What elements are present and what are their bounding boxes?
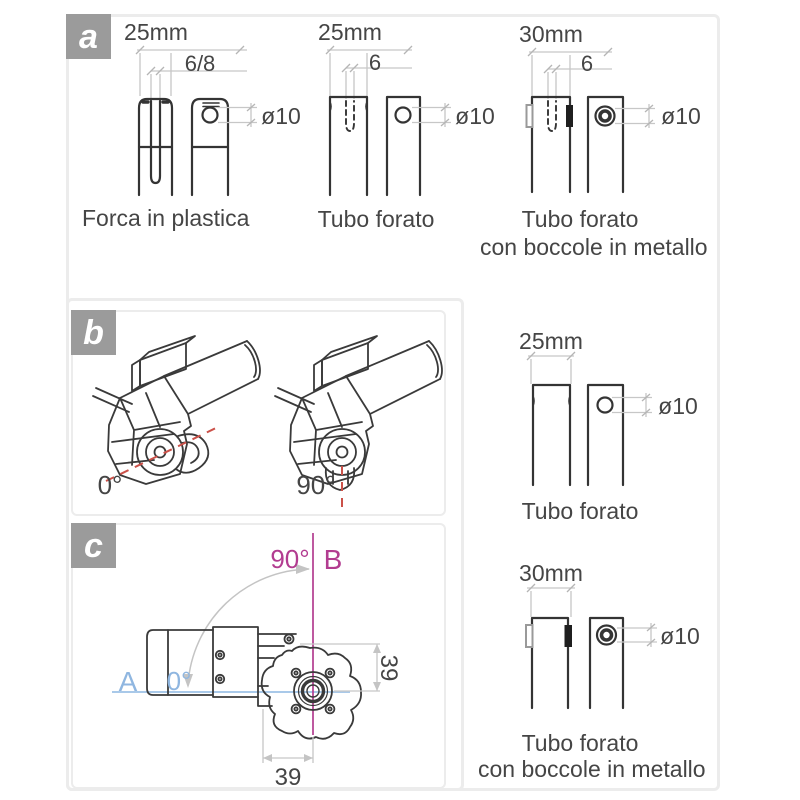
side-c-caption2: con boccole in metallo: [478, 756, 706, 782]
tube-width-dim: 25mm: [318, 19, 382, 45]
dim-39-vertical: 39: [375, 654, 402, 682]
fork-slot-dim: 6/8: [184, 51, 216, 76]
tube-caption: Tubo forato: [317, 206, 435, 232]
tube-metal-slot-dim: 6: [580, 51, 594, 76]
side-b-hole-dim: ø10: [658, 393, 698, 419]
rotation-angle-0: 0°: [166, 666, 192, 696]
motor-0deg-drawing: [92, 335, 261, 485]
tube-metal-caption: Tubo forato: [521, 206, 639, 232]
tube-slot-dim: 6: [368, 50, 382, 75]
rotation-angle-90: 90°: [270, 544, 310, 574]
axis-b-label: B: [323, 544, 343, 575]
side-c-hole-dim: ø10: [660, 623, 700, 649]
tube-hole-dim: ø10: [455, 103, 495, 129]
tube-metal-caption2: con boccole in metallo: [480, 234, 708, 260]
fork-width-dim: 25mm: [124, 19, 188, 45]
tube-metal-hole-dim: ø10: [661, 103, 701, 129]
left-column-frame: [66, 298, 464, 791]
side-c-width-dim: 30mm: [519, 560, 583, 586]
side-b-caption: Tubo forato: [521, 498, 639, 524]
side-tube-drilled-drawing: [526, 351, 652, 487]
motor-90deg-drawing: [274, 335, 443, 508]
fork-plastic-drawing: [135, 45, 257, 197]
section-a-badge: a: [66, 14, 111, 59]
axis-a-label: A: [118, 666, 138, 697]
tube-drilled-drawing: [325, 45, 451, 197]
section-c-box: [71, 523, 446, 789]
fork-caption: Forca in plastica: [82, 205, 250, 231]
fork-hole-dim: ø10: [261, 103, 301, 129]
motor-angle-90: 90°: [296, 470, 336, 500]
side-tube-metal-drawing: [525, 583, 657, 710]
tube-metal-bushings-drawing: [525, 47, 655, 194]
motor-angle-0: 0°: [97, 470, 123, 500]
dim-39-horizontal: 39: [274, 764, 302, 791]
tube-metal-width-dim: 30mm: [519, 21, 583, 47]
section-c-badge: c: [71, 523, 116, 568]
motor-rotation-diagram: [112, 533, 381, 763]
section-b-badge: b: [71, 310, 116, 355]
section-b-box: [71, 310, 446, 516]
side-b-width-dim: 25mm: [519, 328, 583, 354]
side-c-caption: Tubo forato: [521, 730, 639, 756]
